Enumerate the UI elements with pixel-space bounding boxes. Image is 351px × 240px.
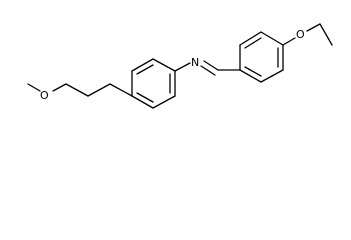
imine-linkage bbox=[174, 60, 241, 76]
ring-bond bbox=[260, 31, 284, 46]
ring-inner-double-bond bbox=[244, 37, 262, 49]
ch2-ch2-bond bbox=[87, 83, 111, 97]
ring-bond bbox=[152, 58, 176, 72]
ring-inner-double-bond bbox=[136, 92, 154, 103]
methoxypropyl-chain bbox=[27, 83, 133, 97]
ch2-ch2-bond bbox=[65, 83, 89, 97]
ring-bond bbox=[239, 31, 262, 46]
oxygen-atom-label-right: O bbox=[296, 28, 305, 41]
ethoxy-group bbox=[282, 23, 333, 46]
nitrogen-atom-label: N bbox=[191, 56, 199, 69]
right-benzene-ring bbox=[239, 31, 284, 83]
ring-bond bbox=[152, 95, 176, 109]
ring-bond bbox=[239, 69, 262, 83]
ring-o-bond bbox=[282, 37, 296, 46]
oxygen-atom-label-left: O bbox=[40, 89, 49, 102]
ring-inner-double-bond bbox=[244, 66, 262, 77]
o-ch2-bond bbox=[306, 23, 321, 32]
c-n-single-bond bbox=[174, 62, 191, 72]
ring-ch2-bond bbox=[109, 83, 133, 97]
ch2-ch3-bond bbox=[319, 23, 333, 46]
n-c-double-bond bbox=[203, 60, 219, 71]
ch2-o-bond bbox=[52, 83, 67, 92]
ring-bond bbox=[131, 95, 154, 109]
ring-bond bbox=[131, 58, 154, 72]
central-benzene-ring bbox=[131, 58, 176, 109]
o-ch3-bond bbox=[27, 83, 41, 92]
chemical-structure: N O O bbox=[27, 23, 333, 109]
ring-bond bbox=[260, 69, 284, 83]
ring-inner-double-bond bbox=[136, 64, 154, 75]
n-c-double-bond bbox=[200, 65, 216, 76]
